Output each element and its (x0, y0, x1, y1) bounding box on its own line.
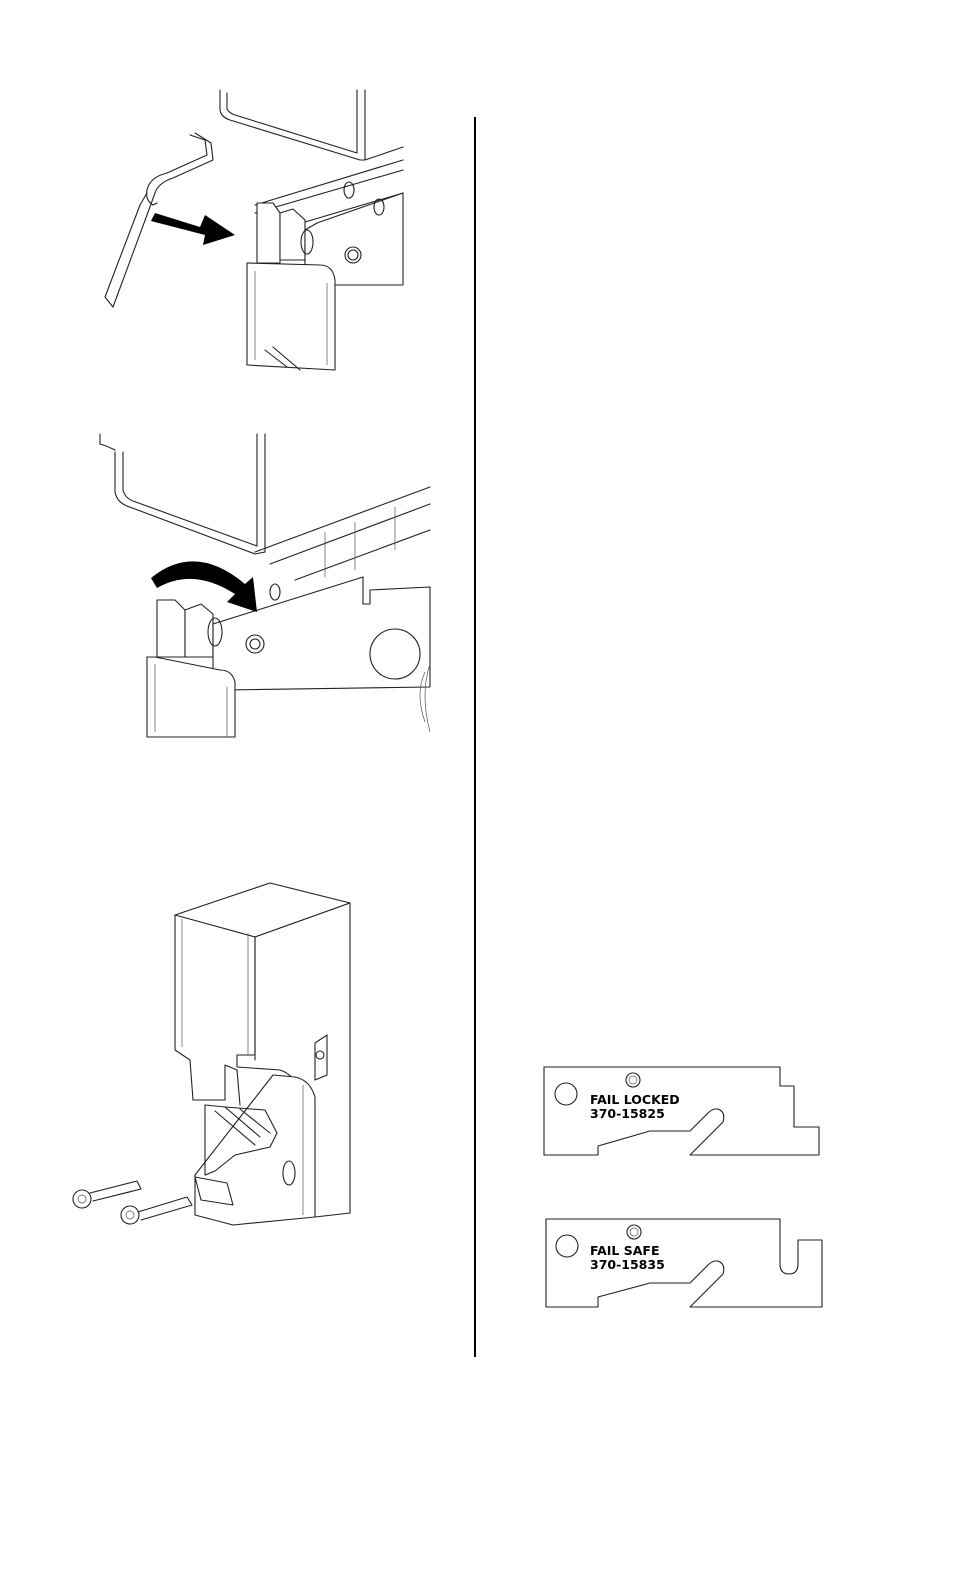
column-divider (474, 117, 476, 1357)
housing-with-screws-figure (65, 875, 365, 1235)
screw-upper (73, 1181, 141, 1208)
fail-locked-title: FAIL LOCKED (590, 1093, 680, 1107)
fail-safe-plate (540, 1212, 825, 1312)
spring-clip-rotate-figure (95, 432, 435, 742)
fail-safe-label: FAIL SAFE 370-15835 (590, 1244, 665, 1272)
fail-locked-plate (540, 1060, 825, 1160)
fail-safe-title: FAIL SAFE (590, 1244, 665, 1258)
spring-clip-insert-figure (95, 85, 415, 375)
fail-safe-part-number: 370-15835 (590, 1258, 665, 1272)
fail-locked-label: FAIL LOCKED 370-15825 (590, 1093, 680, 1121)
fail-locked-part-number: 370-15825 (590, 1107, 680, 1121)
screw-lower (121, 1197, 192, 1224)
